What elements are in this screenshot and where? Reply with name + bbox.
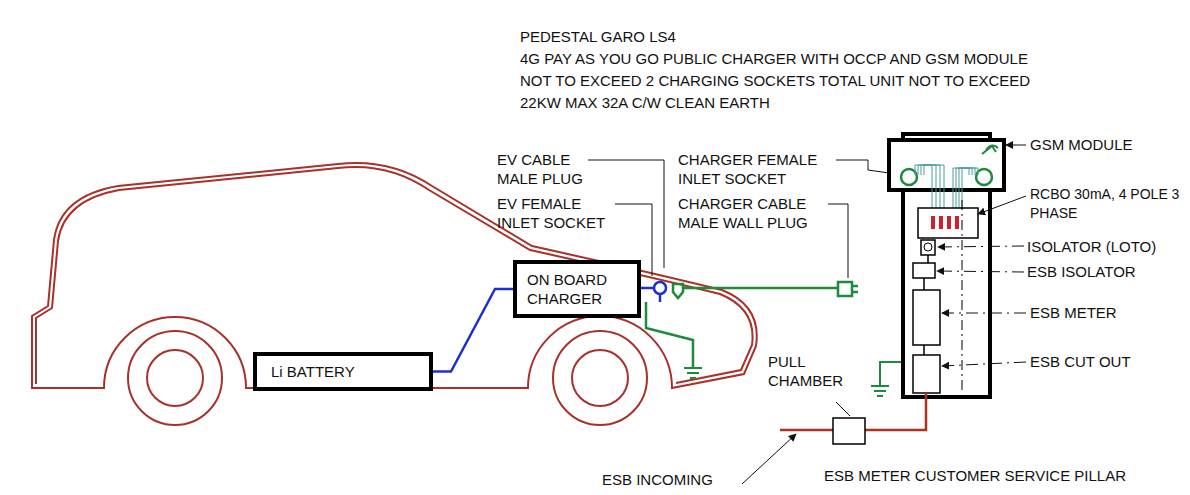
power-cable: [433, 289, 513, 372]
node-text: ON BOARD CHARGER: [527, 270, 627, 308]
callout-label: EV CABLE MALE PLUG: [497, 150, 597, 188]
callout-label: ESB METER: [1030, 303, 1117, 322]
callout-label: EV FEMALE INLET SOCKET: [497, 194, 609, 232]
callout-label: ESB CUT OUT: [1030, 352, 1131, 371]
callout-label: 4G PAY AS YOU GO PUBLIC CHARGER WITH OCC…: [520, 49, 1028, 68]
title-note: PEDESTAL GARO LS4: [520, 27, 676, 46]
callout-label: GSM MODULE: [1030, 135, 1133, 154]
callout-label: PULL CHAMBER: [768, 352, 848, 390]
charging-cable: [646, 282, 858, 368]
pedestal: [889, 134, 1004, 397]
callout-label: CHARGER FEMALE INLET SOCKET: [678, 150, 828, 188]
leader-line: [836, 402, 850, 416]
callout-label: CHARGER CABLE MALE WALL PLUG: [678, 194, 823, 232]
callout-arrow: [937, 145, 1026, 366]
callout-label: RCBO 30mA, 4 POLE 3 PHASE: [1030, 185, 1186, 223]
car-outline: [32, 163, 757, 425]
battery-box: Li BATTERY: [253, 352, 433, 391]
callout-label: ESB METER CUSTOMER SERVICE PILLAR: [824, 466, 1126, 485]
charger-box: ON BOARD CHARGER: [513, 260, 641, 318]
pull-chamber: [833, 418, 865, 444]
leader-line: [742, 434, 796, 484]
node-text: Li BATTERY: [271, 362, 415, 381]
callout-label: ESB INCOMING: [602, 470, 713, 489]
callout-label: ISOLATOR (LOTO): [1027, 237, 1156, 256]
callout-label: ESB ISOLATOR: [1027, 262, 1136, 281]
callout-label: 22KW MAX 32A C/W CLEAN EARTH: [520, 93, 770, 112]
callout-label: NOT TO EXCEED 2 CHARGING SOCKETS TOTAL U…: [520, 71, 1030, 90]
